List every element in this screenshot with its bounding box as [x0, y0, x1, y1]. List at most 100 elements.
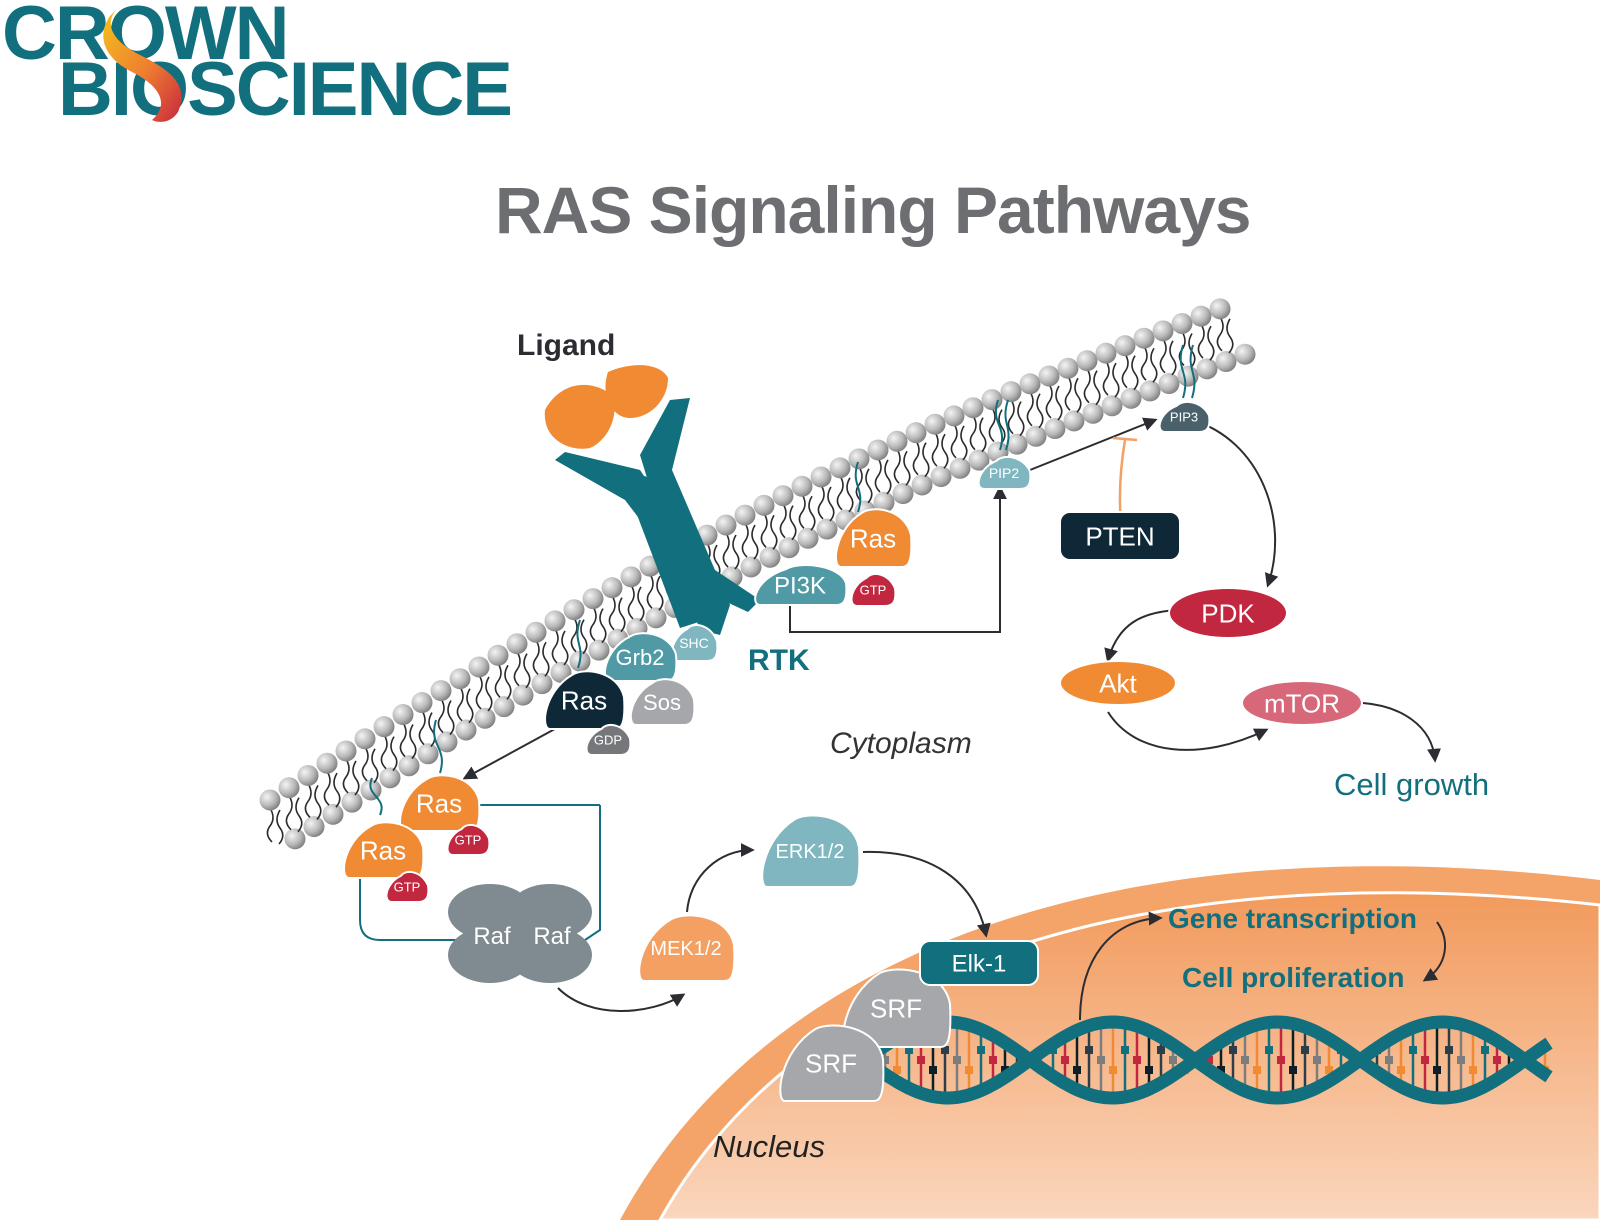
gdp-badge-label: GDP — [594, 733, 622, 748]
ras-gtp-b-protein-label: Ras — [360, 835, 406, 865]
arrow-raf-to-mek — [557, 987, 686, 1012]
pip2-protein-label: PIP2 — [989, 465, 1020, 481]
lipid-head-outer — [1114, 335, 1136, 357]
pip2-protein: PIP2 — [977, 455, 1032, 490]
pten-protein-label: PTEN — [1085, 521, 1154, 551]
arrow-pip2-to-pip3 — [1029, 417, 1158, 471]
lipid-head-outer — [791, 475, 813, 497]
mek-protein: MEK1/2 — [638, 914, 736, 982]
lipid-head-outer — [867, 439, 889, 461]
lipid-head-inner — [1139, 380, 1161, 402]
lipid-head-outer — [924, 413, 946, 435]
pten-protein: PTEN — [1059, 511, 1181, 561]
lipid-head-inner — [588, 639, 610, 661]
lipid-head-outer — [620, 566, 642, 588]
rtk-label: RTK — [748, 644, 810, 677]
lipid-head-inner — [1063, 410, 1085, 432]
lipid-head-inner — [1215, 351, 1237, 373]
raf-1-label: Raf — [473, 923, 511, 950]
lipid-head-outer — [962, 397, 984, 419]
srf-protein-2: SRF — [842, 968, 952, 1048]
lipid-head-outer — [259, 789, 281, 811]
lipid-head-outer — [829, 457, 851, 479]
lipid-head-outer — [1057, 357, 1079, 379]
lipid-head-inner — [322, 803, 344, 825]
dna-strand-2 — [861, 1015, 1553, 1105]
shc-protein-label: SHC — [679, 635, 709, 651]
pip3-protein-label: PIP3 — [1170, 410, 1198, 425]
lipid-head-inner — [911, 474, 933, 496]
logo-ribbon — [103, 8, 182, 122]
grb2-protein: Grb2 — [603, 632, 678, 682]
lipid-head-outer — [335, 740, 357, 762]
lipid-head-outer — [354, 728, 376, 750]
mtor-protein-label: mTOR — [1264, 688, 1340, 718]
pip3-protein: PIP3 — [1158, 400, 1211, 433]
lipid-head-inner — [645, 607, 667, 629]
lipid-head-inner — [379, 767, 401, 789]
mek-protein-label: MEK1/2 — [650, 938, 721, 960]
rtk-receptor — [544, 365, 760, 635]
lipid-head-inner — [398, 755, 420, 777]
lipid-head-outer — [1019, 373, 1041, 395]
cell-proliferation-label: Cell proliferation — [1182, 962, 1404, 993]
lipid-head-inner — [303, 816, 325, 838]
pdk-protein-label: PDK — [1201, 598, 1255, 628]
dna-helix — [861, 1015, 1553, 1105]
lipid-head-outer — [1000, 381, 1022, 403]
lipid-head-outer — [601, 577, 623, 599]
lipid-head-inner — [873, 491, 895, 513]
lipid-head-inner — [892, 483, 914, 505]
arrow-pdk-to-akt — [1104, 609, 1179, 663]
gtp-badge-b: GTP — [385, 870, 430, 903]
lipid-head-inner — [759, 546, 781, 568]
lipid-head-inner — [816, 518, 838, 540]
arrow-dna-to-gene-transcription — [1079, 911, 1163, 1021]
lipid-head-outer — [468, 656, 490, 678]
ras-gtp-a-protein: Ras — [399, 774, 481, 832]
gdp-badge: GDP — [585, 723, 632, 756]
lipid-head-inner — [1101, 395, 1123, 417]
shc-protein: SHC — [670, 624, 719, 662]
gtp-badge-a-label: GTP — [455, 833, 482, 848]
lipid-head-outer — [1209, 298, 1231, 320]
cytoplasm-label: Cytoplasm — [830, 727, 972, 760]
lipid-head-outer — [430, 680, 452, 702]
elk1-protein: Elk-1 — [919, 940, 1039, 986]
lipid-head-outer — [734, 504, 756, 526]
ras-gtp-b-protein: Ras — [343, 821, 425, 879]
page-title: RAS Signaling Pathways — [495, 173, 1251, 247]
ras-gdp-protein-label: Ras — [561, 685, 607, 715]
ras-gtp-a-protein-label: Ras — [416, 788, 462, 818]
crown-bioscience-logo: CROWN BIOSCIENCE — [0, 0, 520, 130]
ligand-left — [544, 384, 615, 449]
ras-gtp-pi3k-protein: Ras — [834, 508, 913, 568]
logo-ribbon-overlay — [103, 8, 182, 122]
akt-protein-label: Akt — [1099, 668, 1137, 698]
lipid-head-outer — [1152, 320, 1174, 342]
lipid-head-outer — [563, 599, 585, 621]
lipid-head-outer — [943, 405, 965, 427]
lipid-head-outer — [715, 514, 737, 536]
lipid-head-outer — [506, 633, 528, 655]
lipid-head-outer — [848, 448, 870, 470]
lipid-head-outer — [1076, 350, 1098, 372]
lipid-head-outer — [278, 777, 300, 799]
arrow-erk-to-elk1 — [862, 850, 991, 938]
lipid-head-outer — [582, 588, 604, 610]
lipid-head-outer — [772, 485, 794, 507]
lipid-head-inner — [1196, 358, 1218, 380]
lipid-head-outer — [981, 389, 1003, 411]
grb2-protein-label: Grb2 — [616, 645, 665, 670]
lipid-head-outer — [411, 692, 433, 714]
lipid-head-inner — [1120, 387, 1142, 409]
lipid-head-inner — [968, 449, 990, 471]
akt-protein: Akt — [1059, 660, 1177, 706]
lipid-head-outer — [297, 764, 319, 786]
arrow-pi3k-to-pip2 — [789, 485, 1007, 633]
sos-protein-label: Sos — [643, 690, 681, 715]
arrow-mtor-to-cell-growth — [1362, 702, 1442, 763]
lipid-head-outer — [544, 610, 566, 632]
arrow-transcription-to-proliferation — [1422, 921, 1446, 982]
